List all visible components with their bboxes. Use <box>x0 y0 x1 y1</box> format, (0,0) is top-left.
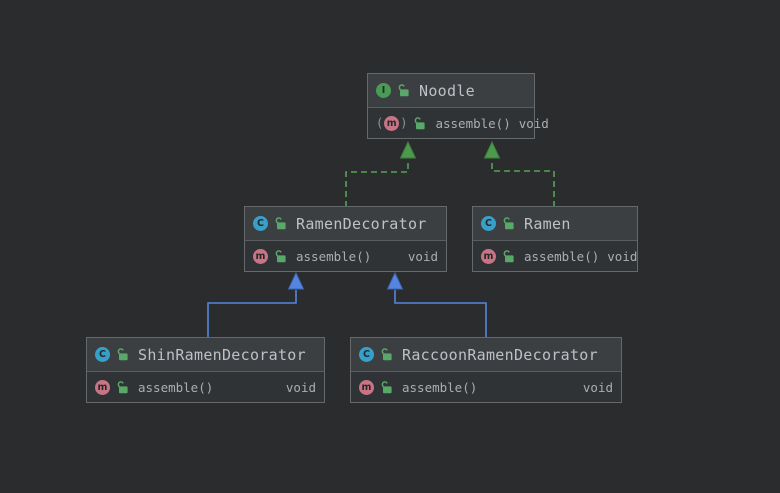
member-row[interactable]: m assemble() void <box>473 240 637 271</box>
lock-open-icon <box>397 84 410 97</box>
class-node-ramendecorator[interactable]: C RamenDecorator m assemble() void <box>244 206 447 272</box>
class-node-noodle[interactable]: I Noodle ( m ) assemble() void <box>367 73 549 139</box>
member-row[interactable]: ( m ) assemble() void <box>368 107 549 138</box>
member-row[interactable]: m assemble() void <box>245 240 446 271</box>
method-icon: m <box>95 379 110 395</box>
lock-open-icon <box>502 249 515 263</box>
method-signature: assemble() <box>524 248 600 264</box>
node-header[interactable]: C ShinRamenDecorator <box>87 338 324 371</box>
method-signature: assemble() <box>435 115 511 131</box>
lock-open-icon <box>274 249 287 263</box>
node-header[interactable]: I Noodle <box>368 74 534 107</box>
interface-icon: I <box>376 83 391 98</box>
method-signature: assemble() <box>138 379 214 395</box>
lock-open-icon <box>274 217 287 230</box>
class-icon: C <box>481 216 496 231</box>
member-row[interactable]: m assemble() void <box>87 371 324 402</box>
lock-open-icon <box>413 116 426 130</box>
lock-open-icon <box>380 348 393 361</box>
method-return-type: void <box>407 248 438 264</box>
method-icon: m <box>481 248 496 264</box>
lock-open-icon <box>380 380 393 394</box>
method-icon: m <box>359 379 374 395</box>
method-return-type: void <box>285 379 316 395</box>
node-header[interactable]: C RamenDecorator <box>245 207 446 240</box>
method-return-type: void <box>607 248 638 264</box>
class-icon: C <box>95 347 110 362</box>
node-name: Noodle <box>419 81 475 100</box>
node-header[interactable]: C Ramen <box>473 207 637 240</box>
realization-edge-ramen-to-noodle[interactable] <box>483 140 555 207</box>
node-name: Ramen <box>524 214 571 233</box>
method-signature: assemble() <box>296 248 372 264</box>
node-name: RaccoonRamenDecorator <box>402 345 598 364</box>
abstract-method-icon: ( m ) <box>376 115 408 131</box>
node-name: RamenDecorator <box>296 214 427 233</box>
class-node-ramen[interactable]: C Ramen m assemble() void <box>472 206 638 272</box>
class-node-shinramendecorator[interactable]: C ShinRamenDecorator m assemble() void <box>86 337 325 403</box>
lock-open-icon <box>116 380 129 394</box>
class-node-raccoonramendecorator[interactable]: C RaccoonRamenDecorator m assemble() voi… <box>350 337 622 403</box>
realization-edge-ramendecorator-to-noodle[interactable] <box>345 140 417 207</box>
node-name: ShinRamenDecorator <box>138 345 306 364</box>
lock-open-icon <box>502 217 515 230</box>
class-icon: C <box>253 216 268 231</box>
inheritance-edge-raccoonramendecorator-to-ramendecorator[interactable] <box>386 271 487 338</box>
method-return-type: void <box>582 379 613 395</box>
member-row[interactable]: m assemble() void <box>351 371 621 402</box>
lock-open-icon <box>116 348 129 361</box>
method-return-type: void <box>518 115 549 131</box>
node-header[interactable]: C RaccoonRamenDecorator <box>351 338 621 371</box>
method-icon: m <box>253 248 268 264</box>
method-signature: assemble() <box>402 379 478 395</box>
class-icon: C <box>359 347 374 362</box>
inheritance-edge-shinramendecorator-to-ramendecorator[interactable] <box>207 271 305 338</box>
